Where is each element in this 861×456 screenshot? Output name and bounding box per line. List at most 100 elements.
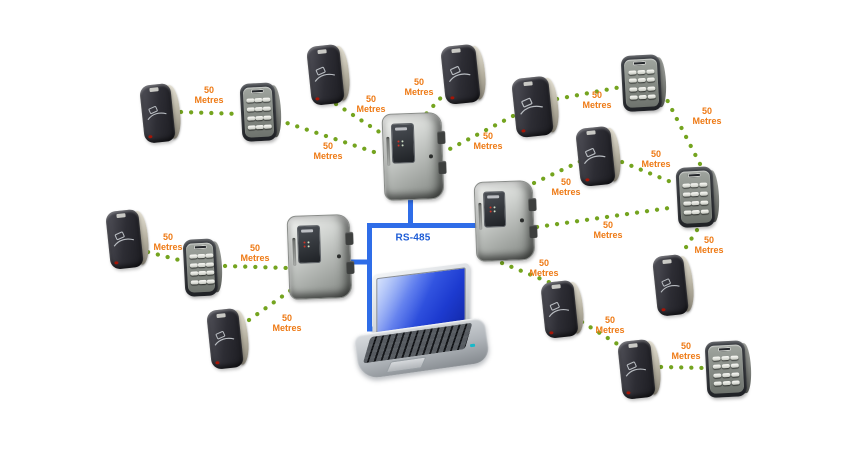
reader-link-dotted-line — [145, 249, 186, 264]
reader-body — [651, 253, 690, 317]
keypad-4 — [182, 238, 224, 297]
controller-status-panel — [482, 190, 507, 228]
keypad-buttons — [627, 67, 656, 101]
card-swipe-icon — [113, 231, 134, 247]
reader-link-dotted-line — [534, 204, 679, 230]
door-controller-1 — [381, 111, 447, 202]
reader-link-dotted-line — [178, 109, 243, 117]
reader-body — [511, 75, 555, 139]
controller-lock-dot — [429, 154, 434, 159]
card-swipe-icon — [584, 148, 606, 165]
card-reader-8 — [651, 253, 696, 317]
keypad-label-chip — [717, 346, 731, 352]
reader-link-dotted-line — [660, 89, 703, 167]
reader-link-dotted-line — [275, 117, 386, 158]
reader-label-chip — [149, 87, 159, 93]
reader-body — [617, 338, 656, 400]
door-controller-2 — [286, 213, 355, 301]
keypad-label-chip — [193, 244, 207, 250]
card-reader-10 — [617, 338, 663, 400]
card-swipe-icon — [625, 361, 646, 377]
keypad-label-chip — [687, 172, 701, 178]
keypad-1 — [239, 82, 283, 143]
controller-enclosure — [473, 179, 536, 263]
controller-label-bar — [300, 229, 314, 233]
reader-body — [105, 208, 144, 270]
reader-body — [306, 43, 346, 106]
reader-led — [521, 129, 526, 133]
keypad-buttons — [711, 353, 741, 387]
reader-led — [148, 135, 153, 139]
reader-label-chip — [551, 284, 561, 290]
reader-led — [549, 330, 554, 335]
controller-enclosure — [381, 111, 445, 202]
reader-body — [206, 307, 245, 370]
keypad-body — [620, 54, 663, 113]
keypad-body — [239, 82, 278, 143]
card-swipe-icon — [214, 331, 235, 346]
controller-clip — [345, 232, 354, 246]
keypad-buttons — [682, 179, 709, 217]
reader-link-dotted-line — [619, 159, 679, 187]
reader-led — [661, 308, 666, 312]
reader-label-chip — [627, 343, 638, 349]
controller-led-indicators — [302, 241, 311, 249]
keypad-face — [678, 170, 713, 224]
controller-clip — [438, 160, 447, 174]
controller-led-indicators — [489, 206, 497, 214]
reader-label-chip — [115, 213, 126, 219]
controller-slot — [478, 203, 483, 230]
reader-led — [215, 361, 220, 365]
reader-link-dotted-line — [499, 260, 554, 286]
card-reader-6 — [105, 208, 151, 270]
card-reader-4 — [511, 75, 561, 139]
reader-led — [315, 97, 320, 101]
reader-led — [449, 96, 455, 100]
controller-clip — [529, 224, 538, 238]
reader-label-chip — [586, 130, 596, 136]
card-reader-9 — [540, 279, 586, 339]
reader-label-chip — [316, 48, 327, 54]
keypad-face — [185, 242, 216, 293]
card-reader-2 — [306, 43, 352, 106]
keypad-body — [675, 166, 716, 229]
keypad-face — [623, 58, 660, 108]
keypad-body — [704, 340, 748, 399]
reader-link-dotted-line — [531, 158, 584, 186]
reader-link-dotted-line — [333, 101, 387, 138]
reader-led — [114, 261, 119, 265]
card-swipe-icon — [449, 66, 471, 83]
reader-body — [540, 279, 579, 339]
controller-status-panel — [390, 123, 416, 164]
keypad-label-chip — [633, 60, 647, 66]
card-reader-5 — [575, 125, 623, 188]
reader-body — [440, 43, 481, 106]
keypad-buttons — [189, 252, 215, 287]
door-controller-3 — [473, 179, 538, 263]
laptop — [353, 262, 491, 380]
controller-status-panel — [296, 224, 322, 264]
card-reader-7 — [206, 307, 251, 370]
keypad-face — [242, 86, 275, 138]
keypad-2 — [620, 54, 668, 113]
keypad-face — [707, 344, 745, 394]
reader-link-dotted-line — [246, 285, 297, 323]
controller-label-bar — [487, 194, 500, 199]
card-swipe-icon — [314, 67, 335, 83]
controller-enclosure — [286, 213, 353, 301]
reader-led — [626, 391, 631, 395]
card-swipe-icon — [147, 106, 167, 121]
controller-lock-dot — [336, 254, 341, 259]
controller-slot — [386, 136, 391, 166]
controller-clip — [528, 197, 537, 211]
card-reader-1 — [139, 82, 183, 144]
reader-label-chip — [523, 80, 533, 86]
card-swipe-icon — [660, 278, 680, 293]
controller-label-bar — [395, 127, 408, 131]
keypad-buttons — [246, 96, 272, 132]
controller-clip — [437, 130, 446, 145]
reader-link-dotted-line — [554, 84, 624, 102]
